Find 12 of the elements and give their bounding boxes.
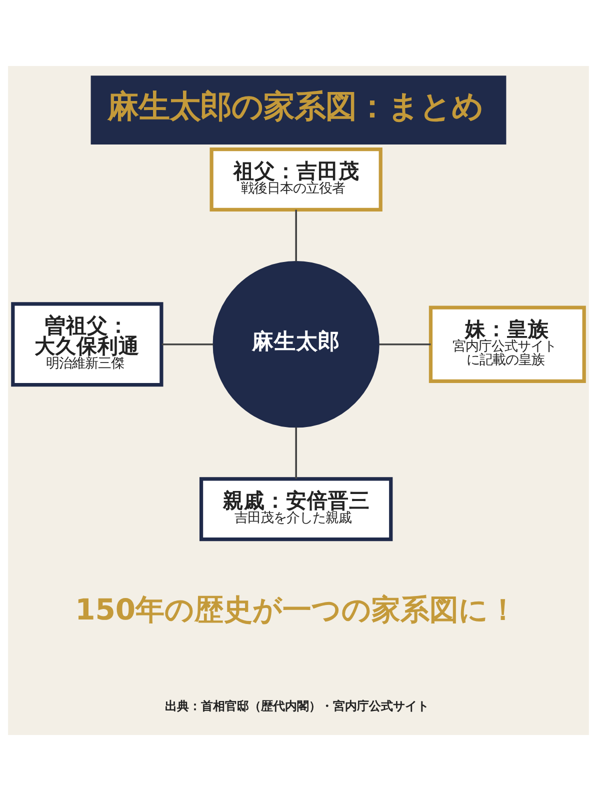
connector xyxy=(295,209,297,261)
node-circle: 麻生太郎 xyxy=(212,260,380,428)
label: 150年の歴史が一つの家系図に！ xyxy=(75,592,518,626)
connector xyxy=(379,342,431,345)
connector xyxy=(162,342,214,345)
label: 出典：首相官邸（歴代内閣）・宮内庁公式サイト xyxy=(165,698,430,713)
node-box: 親戚：安倍晋三 吉田茂を介した親戚 xyxy=(199,476,393,541)
diagram-title: 麻生太郎の家系図：まとめ xyxy=(108,88,484,125)
node-box: 妹：皇族 宮内庁公式サイトに記載の皇族 xyxy=(428,305,586,382)
node-box: 祖父：吉田茂 戦後日本の立役者 xyxy=(210,147,382,212)
node-box: 曽祖父：大久保利通 明治維新三傑 xyxy=(11,302,164,386)
connector xyxy=(295,426,297,478)
